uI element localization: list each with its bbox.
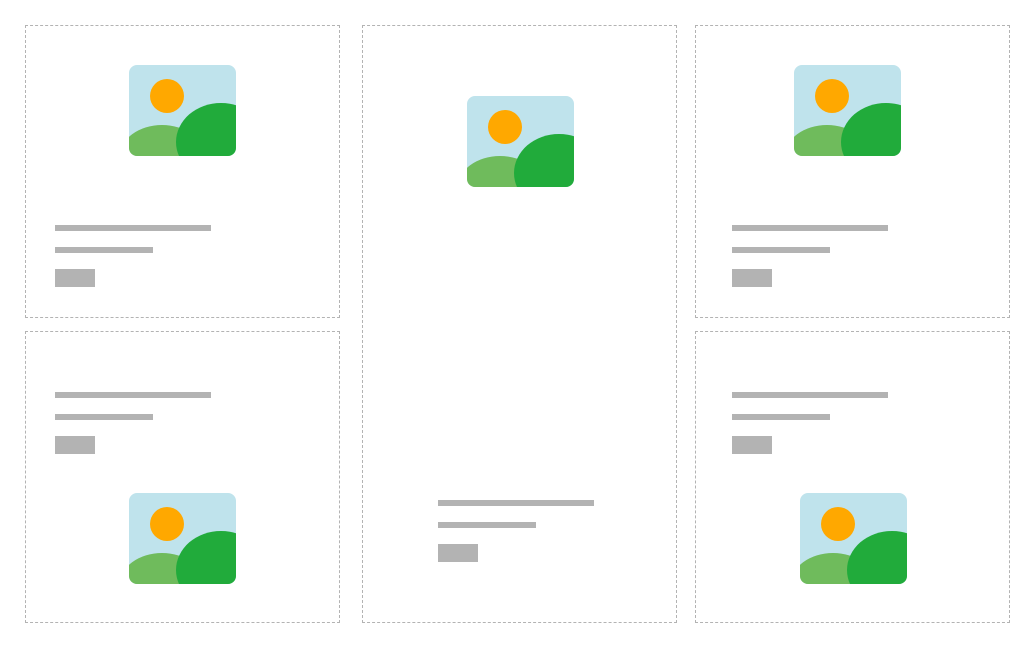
image-placeholder-icon [467, 96, 574, 187]
card-top-right [695, 25, 1010, 318]
image-placeholder-icon [800, 493, 907, 584]
text-line-placeholder [438, 522, 536, 528]
text-line-placeholder [55, 392, 211, 398]
text-line-placeholder [55, 414, 153, 420]
image-placeholder-icon [129, 65, 236, 156]
image-placeholder-icon [129, 493, 236, 584]
button-placeholder [732, 269, 772, 287]
button-placeholder [55, 269, 95, 287]
card-bottom-left [25, 331, 340, 623]
text-line-placeholder [732, 225, 888, 231]
card-top-left [25, 25, 340, 318]
card-bottom-right [695, 331, 1010, 623]
text-line-placeholder [55, 247, 153, 253]
text-line-placeholder [732, 414, 830, 420]
card-center-tall [362, 25, 677, 623]
button-placeholder [55, 436, 95, 454]
text-line-placeholder [732, 392, 888, 398]
text-line-placeholder [732, 247, 830, 253]
text-line-placeholder [55, 225, 211, 231]
button-placeholder [438, 544, 478, 562]
image-placeholder-icon [794, 65, 901, 156]
text-line-placeholder [438, 500, 594, 506]
button-placeholder [732, 436, 772, 454]
